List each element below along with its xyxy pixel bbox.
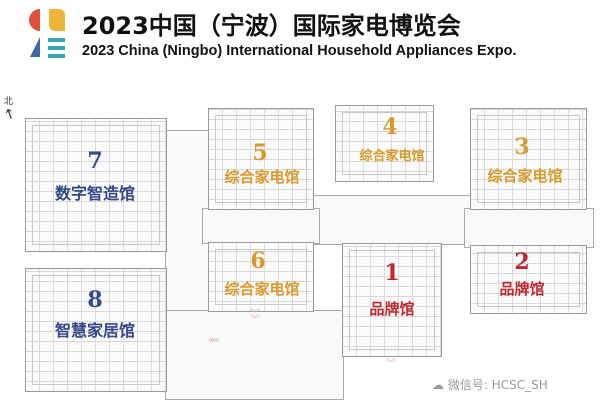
expo-logo	[29, 9, 65, 58]
hall-8[interactable]	[25, 268, 167, 392]
hall-3-number: 3	[514, 134, 530, 160]
hall-6[interactable]	[208, 242, 314, 312]
entrance-arrow-icon: ‹‹‹‹‹	[208, 335, 220, 346]
hall-7[interactable]	[25, 118, 167, 252]
hall-2-name: 品牌馆	[499, 280, 545, 298]
watermark-text: 微信号: HCSC_SH	[447, 378, 548, 392]
hall-5-name: 综合家电馆	[224, 168, 300, 186]
hall-4[interactable]	[335, 105, 434, 182]
entrance-arrow-icon: ︾	[386, 359, 396, 370]
expo-title-en: 2023 China (Ningbo) International Househ…	[82, 43, 517, 59]
hall-4-number: 4	[382, 114, 398, 140]
hall-2-number: 2	[514, 249, 530, 275]
link-3-2	[464, 208, 594, 248]
link-5-6	[202, 208, 320, 244]
corridor-south	[165, 310, 344, 400]
hall-7-number: 7	[87, 148, 103, 174]
hall-5-number: 5	[252, 140, 268, 166]
hall-8-name: 智慧家居馆	[54, 321, 136, 340]
hall-5[interactable]	[208, 108, 314, 210]
hall-1-name: 品牌馆	[369, 300, 415, 318]
north-label: 北	[4, 97, 14, 107]
hall-7-name: 数字智造馆	[54, 184, 136, 203]
hall-1[interactable]	[342, 243, 442, 357]
hall-3[interactable]	[470, 108, 587, 210]
hall-6-number: 6	[250, 248, 266, 274]
north-arrow-icon: ↑	[1, 105, 19, 125]
corridor-center	[312, 195, 472, 245]
wechat-watermark: ☁ 微信号: HCSC_SH	[432, 376, 548, 393]
entrance-arrow-icon: ︾︾	[250, 309, 260, 326]
hall-3-name: 综合家电馆	[487, 167, 563, 185]
hall-4-name: 综合家电馆	[359, 149, 425, 164]
hall-8-number: 8	[87, 287, 103, 313]
north-indicator: 北 ↑	[1, 94, 19, 125]
hall-2[interactable]	[470, 245, 587, 314]
expo-title-cn: 2023中国（宁波）国际家电博览会	[82, 12, 461, 40]
wechat-icon: ☁	[432, 378, 444, 392]
hall-1-number: 1	[384, 260, 400, 286]
hall-6-name: 综合家电馆	[224, 280, 300, 298]
